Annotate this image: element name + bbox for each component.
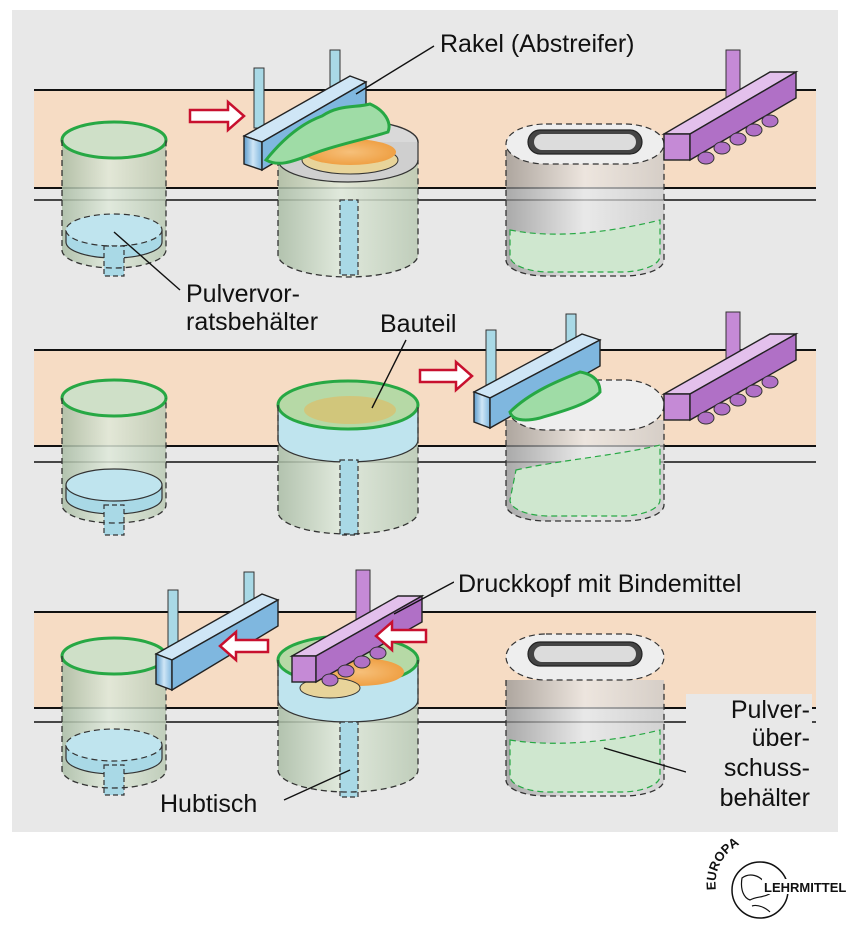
label-powder-supply-line1: Pulvervor- [186,280,300,308]
overflow-container [505,123,665,277]
move-right-arrow [188,99,246,133]
overflow-container [505,633,665,797]
powder-supply-container [60,378,168,536]
labels: Rakel (Abstreifer) Pulvervor- ratsbehält… [160,24,816,818]
label-overflow-line1: Pulver- [731,696,810,724]
stage-1-powder-spreading [34,49,816,278]
print-head-active [289,569,425,687]
label-overflow-line4: behälter [720,784,810,812]
lift-table-rod [339,199,359,276]
move-right-arrow [418,359,474,393]
powder-heap [508,370,602,422]
europa-lehrmittel-logo: EUROPA LEHRMITTEL [703,834,846,919]
rakel-blade [242,49,391,172]
label-rakel: Rakel (Abstreifer) [440,30,635,58]
print-head-parked [661,311,799,425]
powder-heap [263,102,391,165]
powder-supply-container [60,120,168,277]
stage-3-binder-printing [34,569,816,798]
move-left-arrow [218,629,270,663]
label-powder-supply-line2: ratsbehälter [186,308,318,336]
powder-supply-container [60,636,168,796]
build-container [276,379,420,536]
print-head-parked [661,49,799,165]
label-lift-table: Hubtisch [160,790,257,818]
label-print-head: Druckkopf mit Bindemittel [458,570,741,598]
lift-table-rod [339,721,359,798]
logo-side-text: LEHRMITTEL [764,880,846,895]
label-overflow-line2: über- [752,724,810,752]
stage-2-layer-applied [34,311,816,536]
rakel-blade [472,313,602,430]
label-part: Bauteil [380,310,456,338]
label-overflow-line3: schuss- [724,754,810,782]
move-left-arrow [374,619,428,653]
part-layer [304,396,396,424]
